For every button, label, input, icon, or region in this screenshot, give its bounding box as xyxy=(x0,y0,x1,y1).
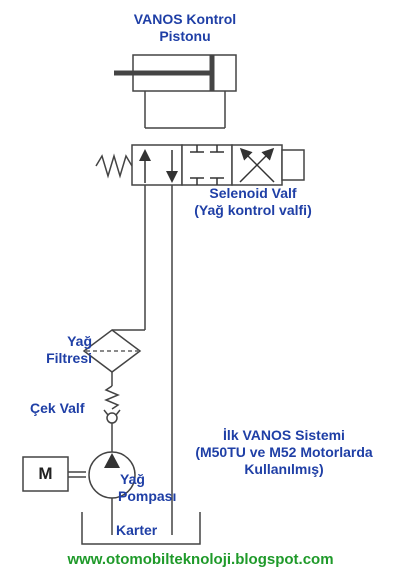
solenoid-coil xyxy=(281,149,305,181)
motor-box xyxy=(22,456,69,492)
system-caption-line-3: Kullanılmış) xyxy=(244,461,324,477)
check-valve-label: Çek Valf xyxy=(30,400,85,416)
pump-label-line-1: Yağ xyxy=(120,471,145,487)
system-caption-line-2: (M50TU ve M52 Motorlarda xyxy=(195,444,373,460)
solenoid-label-line-2: (Yağ kontrol valfi) xyxy=(194,202,312,218)
filter-label: Yağ Filtresi xyxy=(10,333,92,367)
piston-label-line-2: Pistonu xyxy=(159,28,211,44)
pump-label: Yağ Pompası xyxy=(118,471,176,505)
oil-tank xyxy=(81,512,201,545)
pump-label-line-2: Pompası xyxy=(118,488,177,504)
piston-label-line-1: VANOS Kontrol xyxy=(133,11,237,27)
filter-label-line-2: Filtresi xyxy=(46,350,92,366)
solenoid-label: Selenoid Valf (Yağ kontrol valfi) xyxy=(178,185,328,219)
solenoid-label-line-1: Selenoid Valf xyxy=(209,185,297,201)
hydraulic-lines xyxy=(144,185,173,535)
piston-label: VANOS Kontrol Pistonu xyxy=(110,11,260,45)
motor-pump-group xyxy=(22,451,136,535)
spring-icon xyxy=(95,153,133,179)
check-spring-icon xyxy=(104,385,120,410)
solenoid-valve xyxy=(95,144,305,186)
system-caption: İlk VANOS Sistemi (M50TU ve M52 Motorlar… xyxy=(178,427,390,478)
check-ball-icon xyxy=(106,412,118,424)
website-url[interactable]: www.otomobilteknoloji.blogspot.com xyxy=(67,551,334,568)
filter-label-line-1: Yağ xyxy=(67,333,92,349)
check-valve xyxy=(103,385,121,452)
tank-label: Karter xyxy=(116,522,158,538)
motor-symbol: M xyxy=(38,464,53,483)
vanos-piston-cylinder xyxy=(114,54,237,129)
oil-filter xyxy=(82,329,145,386)
system-caption-line-1: İlk VANOS Sistemi xyxy=(223,427,345,443)
